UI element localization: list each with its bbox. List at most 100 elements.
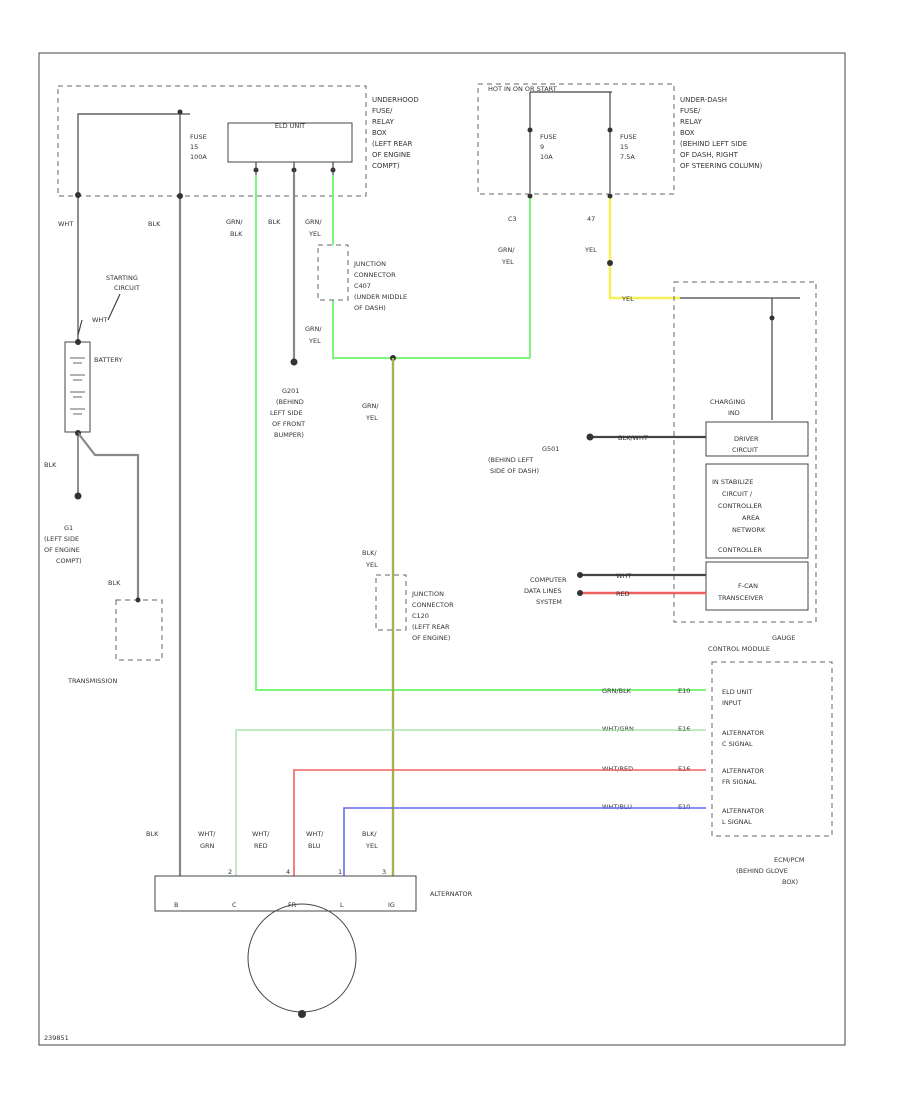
grn-yel4-label: GRN/ <box>362 402 379 410</box>
svg-text:CONTROLLER: CONTROLLER <box>718 546 762 554</box>
svg-text:AREA: AREA <box>742 514 760 522</box>
grn-yel2-label-2: YEL <box>308 337 321 345</box>
svg-text:(BEHIND GLOVE: (BEHIND GLOVE <box>736 867 788 875</box>
svg-text:COMPT): COMPT) <box>56 557 82 565</box>
svg-text:(LEFT REAR: (LEFT REAR <box>372 140 413 148</box>
svg-text:C407: C407 <box>354 282 371 290</box>
svg-text:OF ENGINE: OF ENGINE <box>44 546 80 554</box>
eld-unit-box <box>227 122 353 163</box>
wht-wire: WHT <box>58 192 81 344</box>
fuse-15-100a: FUSE 15 100A <box>177 109 207 196</box>
charging-indicator-label: CHARGING IND <box>710 398 745 417</box>
svg-text:SIDE OF DASH): SIDE OF DASH) <box>490 467 539 475</box>
svg-text:GAUGE: GAUGE <box>772 634 795 642</box>
grn-yel3-label: GRN/ <box>498 246 515 254</box>
svg-text:ALTERNATOR: ALTERNATOR <box>722 767 765 775</box>
svg-text:1: 1 <box>338 868 342 876</box>
svg-text:BOX: BOX <box>372 129 387 137</box>
svg-text:C: C <box>232 901 237 909</box>
battery-label: BATTERY <box>94 356 122 364</box>
svg-text:COMPUTER: COMPUTER <box>530 576 567 584</box>
svg-text:100A: 100A <box>190 153 207 161</box>
svg-text:CHARGING: CHARGING <box>710 398 745 406</box>
svg-text:NETWORK: NETWORK <box>732 526 766 534</box>
svg-text:FUSE/: FUSE/ <box>372 107 393 115</box>
underhood-fuse-box-desc: UNDERHOOD FUSE/ RELAY BOX (LEFT REAR OF … <box>372 96 419 170</box>
svg-text:BUMPER): BUMPER) <box>274 431 304 439</box>
battery-cells <box>70 357 85 415</box>
svg-text:15: 15 <box>620 143 628 151</box>
svg-text:(BEHIND LEFT SIDE: (BEHIND LEFT SIDE <box>680 140 747 148</box>
wht-small-label: WHT <box>92 316 107 324</box>
svg-text:RED: RED <box>254 842 268 850</box>
junction-c120-box <box>375 574 407 631</box>
grn-blk-label-2: BLK <box>230 230 243 238</box>
svg-text:RELAY: RELAY <box>372 118 395 126</box>
blk-main-label: BLK <box>148 220 161 228</box>
svg-text:G1: G1 <box>64 524 73 532</box>
f-can-transceiver-label-2: TRANSCEIVER <box>717 594 764 602</box>
junction-c120-label: JUNCTION CONNECTOR C120 (LEFT REAR OF EN… <box>411 590 454 642</box>
transmission-box <box>115 599 163 661</box>
svg-text:OF DASH, RIGHT: OF DASH, RIGHT <box>680 151 739 159</box>
svg-text:RELAY: RELAY <box>680 118 703 126</box>
battery-symbol <box>64 341 91 433</box>
svg-text:ALTERNATOR: ALTERNATOR <box>722 729 765 737</box>
svg-text:WHT: WHT <box>58 220 73 228</box>
svg-text:C120: C120 <box>412 612 429 620</box>
c23-label: C3 <box>508 215 517 223</box>
svg-text:(UNDER MIDDLE: (UNDER MIDDLE <box>354 293 407 301</box>
grn-yel-label: GRN/ <box>305 218 322 226</box>
svg-text:2: 2 <box>228 868 232 876</box>
svg-text:CONTROLLER: CONTROLLER <box>718 502 762 510</box>
svg-text:E16: E16 <box>678 725 690 733</box>
c47-label: 47 <box>587 215 595 223</box>
svg-text:15: 15 <box>190 143 198 151</box>
diagram-frame <box>38 52 846 1046</box>
svg-text:OF FRONT: OF FRONT <box>272 420 305 428</box>
svg-text:(BEHIND LEFT: (BEHIND LEFT <box>488 456 533 464</box>
svg-text:FUSE: FUSE <box>620 133 637 141</box>
svg-text:IG: IG <box>388 901 395 909</box>
ecm-pin-labels: ELD UNIT INPUT ALTERNATOR C SIGNAL ALTER… <box>722 688 765 826</box>
svg-text:ECM/PCM: ECM/PCM <box>774 856 805 864</box>
svg-text:C SIGNAL: C SIGNAL <box>722 740 753 748</box>
blk-battery-label: BLK <box>44 461 57 469</box>
svg-text:UNDER-DASH: UNDER-DASH <box>680 96 727 104</box>
svg-text:GRN/BLK: GRN/BLK <box>602 687 632 695</box>
blk-yel2-label: BLK/ <box>362 830 377 838</box>
svg-text:JUNCTION: JUNCTION <box>411 590 444 598</box>
under-dash-fuse-box-desc: UNDER-DASH FUSE/ RELAY BOX (BEHIND LEFT … <box>680 96 762 170</box>
blk-trans-label: BLK <box>108 579 121 587</box>
svg-text:UNDERHOOD: UNDERHOOD <box>372 96 419 104</box>
svg-text:WHT/: WHT/ <box>306 830 324 838</box>
svg-text:BOX: BOX <box>680 129 695 137</box>
grn-yel3-label-2: YEL <box>501 258 514 266</box>
svg-text:CONNECTOR: CONNECTOR <box>354 271 396 279</box>
driver-circuit-label-2: CIRCUIT <box>732 446 758 454</box>
alternator-connector <box>154 875 417 912</box>
svg-text:(LEFT SIDE: (LEFT SIDE <box>44 535 79 543</box>
svg-text:INPUT: INPUT <box>722 699 741 707</box>
svg-text:WHT/GRN: WHT/GRN <box>602 725 634 733</box>
svg-text:JUNCTION: JUNCTION <box>353 260 386 268</box>
ground-g201-label: G201 (BEHIND LEFT SIDE OF FRONT BUMPER) <box>270 387 305 439</box>
blk-wht-label: BLK/WHT <box>618 434 648 442</box>
svg-text:9: 9 <box>540 143 544 151</box>
junction-c407-box <box>317 244 349 301</box>
svg-text:WHT/RED: WHT/RED <box>602 765 633 773</box>
alternator-label: ALTERNATOR <box>430 890 473 898</box>
svg-text:LEFT SIDE: LEFT SIDE <box>270 409 303 417</box>
svg-text:E10: E10 <box>678 803 690 811</box>
junction-c407-label: JUNCTION CONNECTOR C407 (UNDER MIDDLE OF… <box>353 260 407 312</box>
starting-circuit-label: STARTING <box>106 274 138 282</box>
blk-yel-label-2: YEL <box>365 561 378 569</box>
svg-text:FUSE/: FUSE/ <box>680 107 701 115</box>
ground-g501-label: G501 (BEHIND LEFT SIDE OF DASH) <box>488 445 559 475</box>
svg-text:WHT/BLU: WHT/BLU <box>602 803 632 811</box>
svg-text:GRN: GRN <box>200 842 215 850</box>
svg-text:COMPT): COMPT) <box>372 162 400 170</box>
f-can-transceiver-label: F-CAN <box>738 582 758 590</box>
svg-text:7.5A: 7.5A <box>620 153 635 161</box>
svg-text:IND: IND <box>728 409 740 417</box>
